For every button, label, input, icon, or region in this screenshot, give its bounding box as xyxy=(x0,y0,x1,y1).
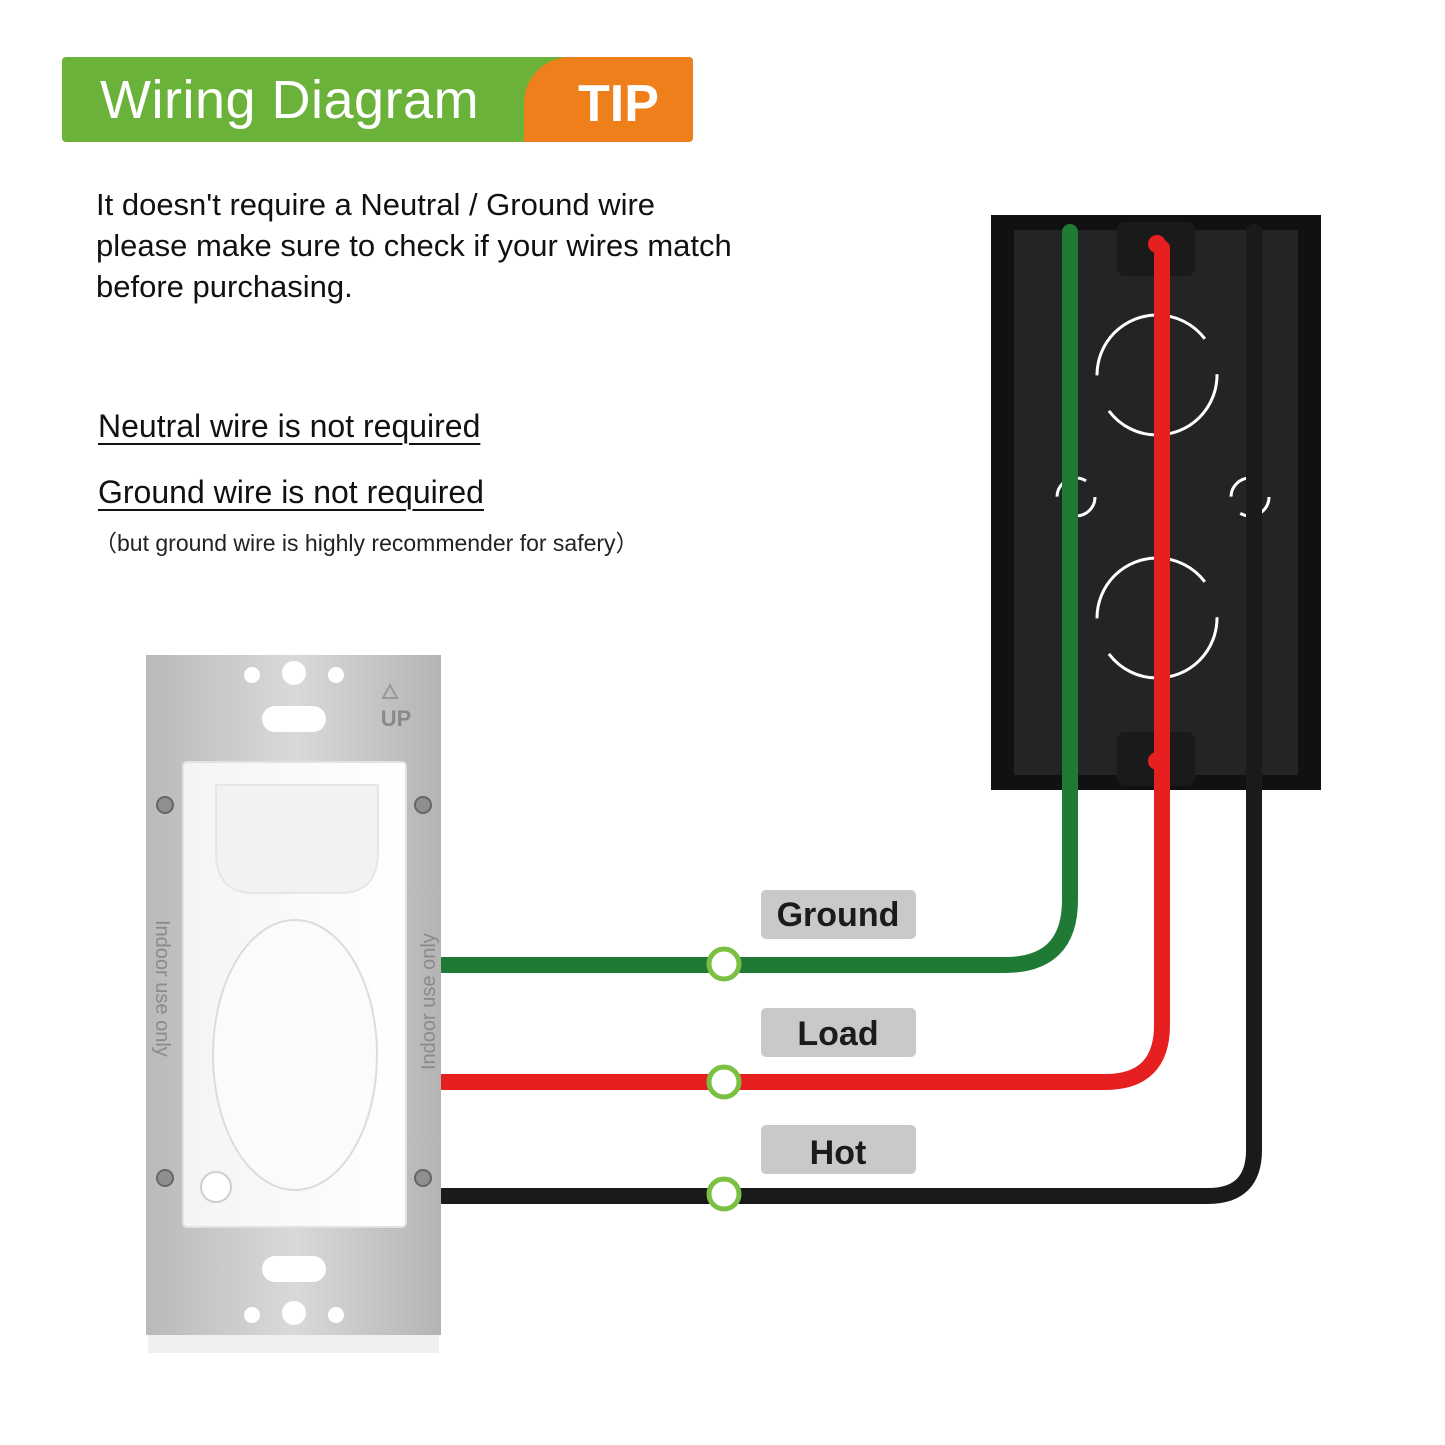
wire-label-hot: Hot xyxy=(761,1125,916,1174)
banner-tip-label: TIP xyxy=(578,75,659,133)
bottom-screw-red xyxy=(1148,752,1166,770)
intro-text: It doesn't require a Neutral / Ground wi… xyxy=(96,184,732,307)
ground-wire xyxy=(435,224,1078,973)
hot-wire xyxy=(435,224,1262,1204)
motion-sensor-switch: UP Indoor use only Indoor use only xyxy=(146,655,441,1353)
banner-orange-segment xyxy=(524,57,693,142)
load-wire xyxy=(435,240,1170,1090)
strap-screw-top-right xyxy=(414,796,432,814)
strap-screw-top-left xyxy=(156,796,174,814)
ground-safety-note: （but ground wire is highly recommender f… xyxy=(94,530,639,556)
title-banner: Wiring Diagram TIP xyxy=(62,57,693,142)
strap-top-holes xyxy=(244,661,344,732)
wire-label-load: Load xyxy=(761,1008,916,1057)
wires xyxy=(435,224,1262,1204)
indicator-led-icon xyxy=(200,1171,232,1203)
switch-push-button xyxy=(212,919,378,1191)
ground-connection-point xyxy=(706,946,742,982)
switch-shadow xyxy=(148,1335,439,1353)
intro-line-2: please make sure to check if your wires … xyxy=(96,228,732,263)
wire-label-hot-text: Hot xyxy=(810,1134,867,1172)
wire-label-ground: Ground xyxy=(761,890,916,939)
side-text-right: Indoor use only xyxy=(418,933,440,1070)
neutral-requirement: Neutral wire is not required xyxy=(98,408,481,444)
up-arrow-icon xyxy=(381,682,399,699)
banner-title: Wiring Diagram xyxy=(100,70,480,130)
intro-line-1: It doesn't require a Neutral / Ground wi… xyxy=(96,187,656,222)
hot-connection-point xyxy=(706,1176,742,1212)
strap-screw-bottom-right xyxy=(414,1169,432,1187)
ground-requirement: Ground wire is not required xyxy=(98,474,484,510)
load-connection-point xyxy=(706,1064,742,1100)
intro-line-3: before purchasing. xyxy=(96,269,353,304)
wire-label-ground-text: Ground xyxy=(777,896,900,934)
up-marker: UP xyxy=(381,706,412,731)
motion-sensor-lens xyxy=(215,784,379,894)
wire-label-load-text: Load xyxy=(797,1015,878,1053)
side-text-left: Indoor use only xyxy=(151,920,173,1057)
strap-screw-bottom-left xyxy=(156,1169,174,1187)
top-screw-red xyxy=(1148,235,1166,253)
strap-bottom-holes xyxy=(244,1256,344,1325)
